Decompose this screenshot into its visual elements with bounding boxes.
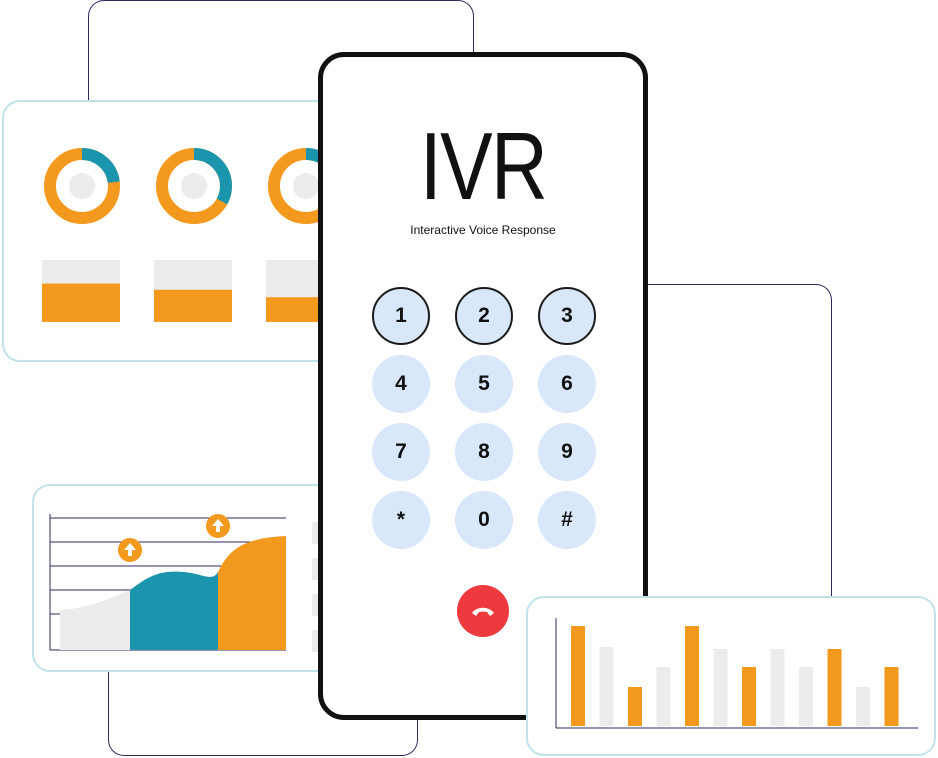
gauge-arc-2 <box>156 148 232 224</box>
bar-chart-graphic <box>555 618 918 729</box>
gauge-arc-1 <box>44 148 120 224</box>
gauge-bar-fill-2 <box>154 289 232 322</box>
gauge-center-2 <box>181 173 207 199</box>
gauge-center-3 <box>293 173 319 199</box>
keypad-key-5[interactable]: 5 <box>455 355 513 413</box>
ivr-subtitle: Interactive Voice Response <box>410 223 556 237</box>
gauge-center-1 <box>69 173 95 199</box>
keypad-key-9[interactable]: 9 <box>538 423 596 481</box>
gauge-bar-fill-1 <box>42 283 120 322</box>
keypad-key-7[interactable]: 7 <box>372 423 430 481</box>
keypad-key-star[interactable]: * <box>372 491 430 549</box>
keypad-key-4[interactable]: 4 <box>372 355 430 413</box>
area-segment-orange <box>218 536 286 650</box>
bar-3 <box>628 687 642 726</box>
up-arrow-glyph-1 <box>124 543 136 556</box>
bar-6 <box>713 649 728 726</box>
ivr-title: IVR <box>419 113 548 220</box>
bar-chart-card <box>526 596 936 756</box>
bar-4 <box>656 667 671 726</box>
keypad-key-8[interactable]: 8 <box>455 423 513 481</box>
bar-7 <box>742 667 756 726</box>
gauges-graphic <box>42 148 344 322</box>
keypad-key-6[interactable]: 6 <box>538 355 596 413</box>
gauges-card <box>2 100 362 362</box>
bar-2 <box>599 647 614 726</box>
bar-12 <box>884 667 899 726</box>
bar-8 <box>770 649 785 726</box>
area-segment-gray <box>60 590 130 650</box>
keypad-key-2[interactable]: 2 <box>455 287 513 345</box>
keypad-key-hash[interactable]: # <box>538 491 596 549</box>
bar-5 <box>685 626 699 726</box>
keypad-key-1[interactable]: 1 <box>372 287 430 345</box>
keypad-key-3[interactable]: 3 <box>538 287 596 345</box>
phone-hangup-icon <box>472 607 494 616</box>
area-segment-teal <box>130 571 218 650</box>
bar-9 <box>799 667 813 726</box>
bar-1 <box>571 626 585 726</box>
keypad-key-0[interactable]: 0 <box>455 491 513 549</box>
bar-10 <box>827 649 842 726</box>
bar-11 <box>856 687 870 726</box>
end-call-button[interactable] <box>457 585 509 637</box>
outline-frame-right <box>600 284 832 604</box>
up-arrow-glyph-2 <box>212 519 224 532</box>
